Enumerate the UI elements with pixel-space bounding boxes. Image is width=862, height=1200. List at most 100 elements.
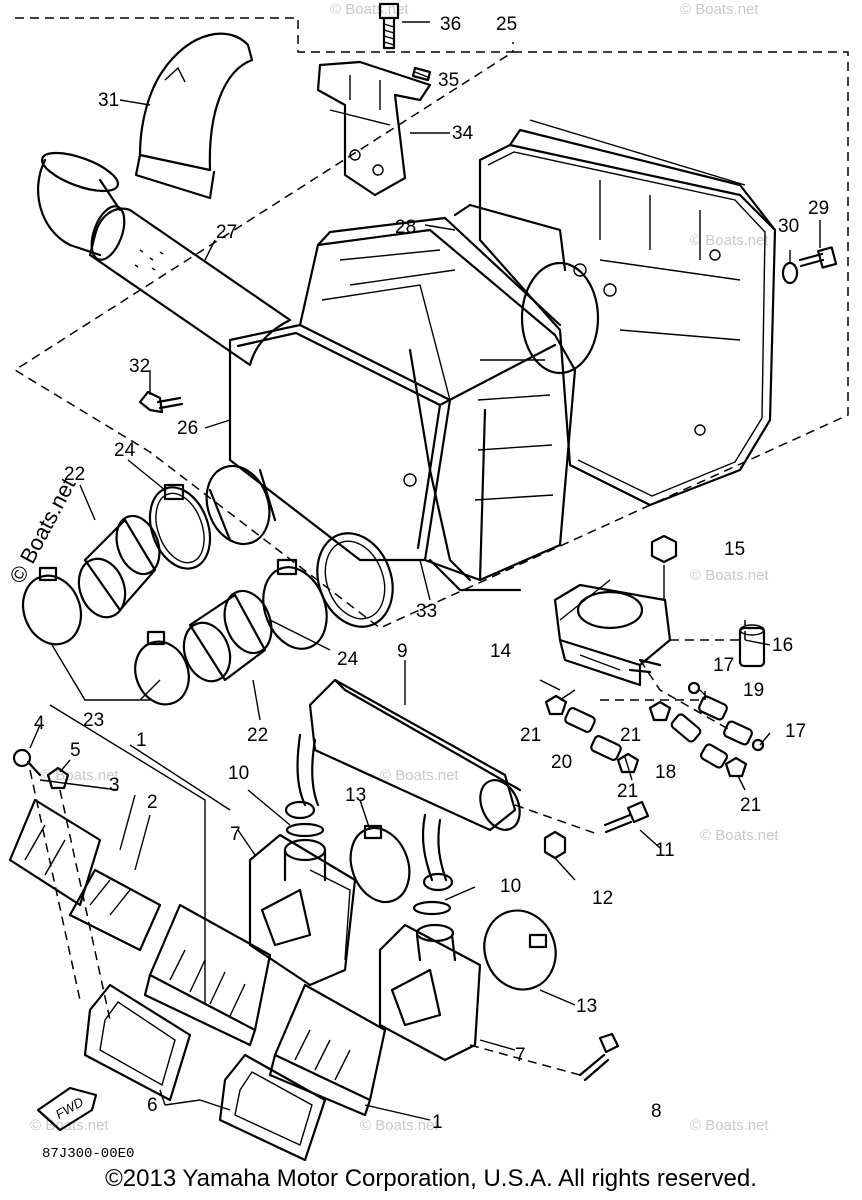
reed-petal-2 (68, 868, 162, 952)
watermark: © Boats.net (380, 767, 459, 784)
callout-33: 33 (416, 601, 437, 622)
screw-29 (798, 246, 838, 269)
callout-26: 26 (177, 418, 198, 439)
cover-28 (453, 119, 777, 507)
air-box-26 (228, 216, 577, 592)
leader-lines (29, 21, 821, 1121)
callout-6: 6 (147, 1095, 158, 1116)
bolt-11 (603, 800, 650, 834)
callout-11: 11 (655, 840, 675, 861)
callout-12: 12 (592, 888, 613, 909)
callout-9: 9 (397, 641, 408, 662)
callout-16: 16 (772, 635, 793, 656)
washer-30 (781, 261, 799, 285)
callout-23: 23 (83, 710, 104, 731)
callout-19: 19 (743, 680, 764, 701)
clamp-23-b (134, 630, 190, 706)
hoses-18-20 (564, 695, 753, 769)
callout-10: 10 (228, 763, 249, 784)
bolt-36 (378, 2, 400, 50)
callout-4: 4 (34, 713, 45, 734)
clamp-24-a (148, 483, 212, 570)
callout-36: 36 (440, 14, 461, 35)
watermark: © Boats.net (30, 1117, 109, 1134)
gasket-33 (408, 348, 472, 582)
sleeve-b (316, 532, 394, 628)
callout-17: 17 (785, 721, 806, 742)
bolt-8 (578, 1032, 620, 1082)
stopper-3 (8, 798, 102, 907)
callout-21: 21 (617, 781, 638, 802)
filter-16 (738, 624, 766, 668)
watermarks: © Boats.net © Boats.net © Boats.net © Bo… (4, 1, 779, 1134)
callout-3: 3 (109, 775, 120, 796)
callout-13: 13 (345, 785, 366, 806)
watermark: © Boats.net (690, 232, 769, 249)
hose-22-b (182, 589, 273, 683)
callout-32: 32 (129, 356, 150, 377)
sleeve-a (205, 464, 277, 546)
callout-31: 31 (98, 90, 119, 111)
callout-24: 24 (337, 649, 359, 670)
assembly-outline (13, 17, 849, 629)
callout-30: 30 (778, 216, 799, 237)
callout-22: 22 (247, 725, 268, 746)
intake-manifold-7-b (378, 923, 482, 1062)
callout-35: 35 (438, 70, 459, 91)
callout-15: 15 (724, 539, 745, 560)
watermark: © Boats.net (690, 567, 769, 584)
clamp-23-a (21, 566, 83, 646)
inlet-duct-27 (37, 151, 292, 367)
gasket-6-a (83, 983, 192, 1102)
callout-1: 1 (136, 730, 147, 751)
callout-1: 1 (432, 1112, 443, 1133)
fuel-pump-14 (553, 583, 672, 687)
clamp-24-b (262, 558, 328, 650)
callout-21: 21 (620, 725, 641, 746)
watermark: © Boats.net (700, 827, 779, 844)
nut-15 (650, 534, 678, 564)
callout-20: 20 (551, 752, 572, 773)
screw-32 (138, 390, 184, 414)
intake-elbow-31 (134, 32, 254, 200)
watermark: © Boats.net (360, 1117, 439, 1134)
intake-manifold-7-a (248, 833, 357, 987)
callout-5: 5 (70, 740, 81, 761)
callout-28: 28 (395, 217, 416, 238)
gasket-6-b (218, 1053, 327, 1162)
reed-valve-1-a (143, 903, 272, 1047)
watermark: © Boats.net (330, 1, 409, 18)
washer-5 (46, 766, 70, 790)
callout-22: 22 (64, 464, 85, 485)
rings-10 (285, 822, 452, 916)
callout-17: 17 (713, 655, 734, 676)
clamps-13 (349, 824, 557, 991)
callout-8: 8 (651, 1101, 662, 1122)
watermark: © Boats.net (680, 1, 759, 18)
callout-2: 2 (147, 792, 158, 813)
silencer-9 (284, 678, 522, 892)
callout-18: 18 (655, 762, 676, 783)
screw-4 (12, 748, 42, 777)
watermark: © Boats.net (690, 1117, 769, 1134)
copyright-notice: ©2013 Yamaha Motor Corporation, U.S.A. A… (105, 1165, 757, 1192)
callout-34: 34 (452, 123, 474, 144)
callout-10: 10 (500, 876, 521, 897)
nut-12 (543, 830, 567, 860)
callout-13: 13 (576, 996, 597, 1017)
callout-21: 21 (740, 795, 761, 816)
hose-22-a (77, 514, 161, 619)
callout-29: 29 (808, 198, 829, 219)
callout-27: 27 (216, 222, 237, 243)
callout-7: 7 (515, 1045, 526, 1066)
callout-7: 7 (230, 824, 241, 845)
reed-valve-1-b (268, 983, 387, 1117)
callout-25: 25 (496, 14, 517, 35)
watermark-large: © Boats.net (4, 474, 80, 588)
callout-21: 21 (520, 725, 541, 746)
diagram-code: 87J300-00E0 (42, 1146, 134, 1162)
clips-21 (544, 681, 765, 778)
callout-14: 14 (490, 641, 512, 662)
bracket-34 (316, 60, 432, 197)
